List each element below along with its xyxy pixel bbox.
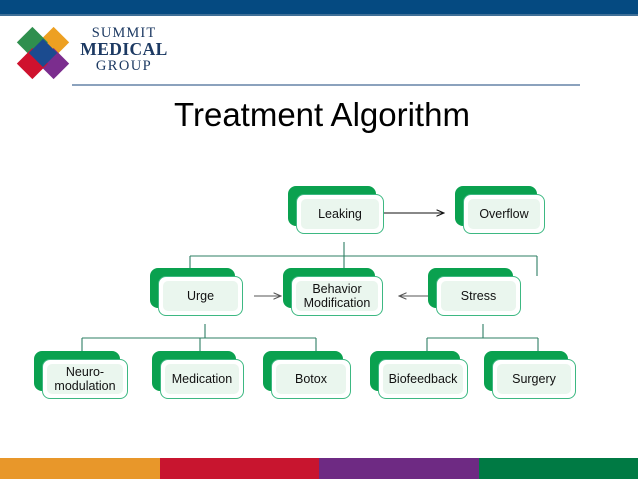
- node-botox[interactable]: Botox: [263, 351, 351, 399]
- node-urge[interactable]: Urge: [150, 268, 243, 316]
- top-bar-shade: [0, 14, 638, 16]
- brand-line-3: GROUP: [95, 57, 153, 74]
- header-divider: [72, 84, 580, 86]
- node-face: [291, 276, 383, 316]
- node-overflow[interactable]: Overflow: [455, 186, 545, 234]
- node-inner: [441, 281, 516, 311]
- node-label: Botox: [295, 371, 327, 386]
- node-inner: [468, 199, 540, 229]
- node-biofeedback[interactable]: Biofeedback: [370, 351, 468, 399]
- node-label: Urge: [186, 288, 215, 303]
- diamond-cluster-logo-icon: [16, 26, 70, 80]
- node-inner: [276, 364, 346, 394]
- node-label: Overflow: [479, 206, 529, 221]
- footer-bar-red: [160, 458, 319, 479]
- node-label: Leaking: [318, 206, 362, 221]
- node-behavior-modification[interactable]: Behavior Modification: [283, 268, 383, 316]
- node-medication[interactable]: Medication: [152, 351, 244, 399]
- node-neuromodulation[interactable]: Neuro- modulation: [34, 351, 128, 399]
- node-inner: [296, 281, 378, 311]
- node-face: [42, 359, 128, 399]
- node-surgery[interactable]: Surgery: [484, 351, 576, 399]
- node-face: [492, 359, 576, 399]
- node-stress[interactable]: Stress: [428, 268, 521, 316]
- node-inner: [301, 199, 379, 229]
- logo-diamond-center: [28, 38, 58, 68]
- node-leaking[interactable]: Leaking: [288, 186, 384, 234]
- node-label: Surgery: [512, 371, 556, 386]
- footer-bar-orange: [0, 458, 160, 479]
- node-inner: [47, 364, 123, 394]
- node-inner: [497, 364, 571, 394]
- node-face: [463, 194, 545, 234]
- node-inner: [165, 364, 239, 394]
- brand-line-2: MEDICAL: [80, 38, 168, 59]
- node-label: Biofeedback: [388, 371, 458, 386]
- node-inner: [383, 364, 463, 394]
- brand-wordmark: SUMMIT MEDICAL GROUP: [78, 26, 170, 73]
- footer-bar-green: [479, 458, 638, 479]
- node-face: [271, 359, 351, 399]
- footer-color-bar: [0, 458, 638, 479]
- brand-logo: SUMMIT MEDICAL GROUP: [12, 22, 172, 84]
- node-face: [436, 276, 521, 316]
- node-inner: [163, 281, 238, 311]
- node-label: Behavior Modification: [303, 281, 371, 310]
- node-label: Neuro- modulation: [54, 364, 116, 393]
- node-label: Medication: [171, 371, 233, 386]
- brand-line-1: SUMMIT: [91, 25, 157, 41]
- page-title: Treatment Algorithm: [174, 96, 470, 133]
- footer-bar-purple: [319, 458, 479, 479]
- node-face: [378, 359, 468, 399]
- node-face: [158, 276, 243, 316]
- node-face: [160, 359, 244, 399]
- top-navy-bar: [0, 0, 638, 14]
- node-face: [296, 194, 384, 234]
- node-label: Stress: [460, 288, 497, 303]
